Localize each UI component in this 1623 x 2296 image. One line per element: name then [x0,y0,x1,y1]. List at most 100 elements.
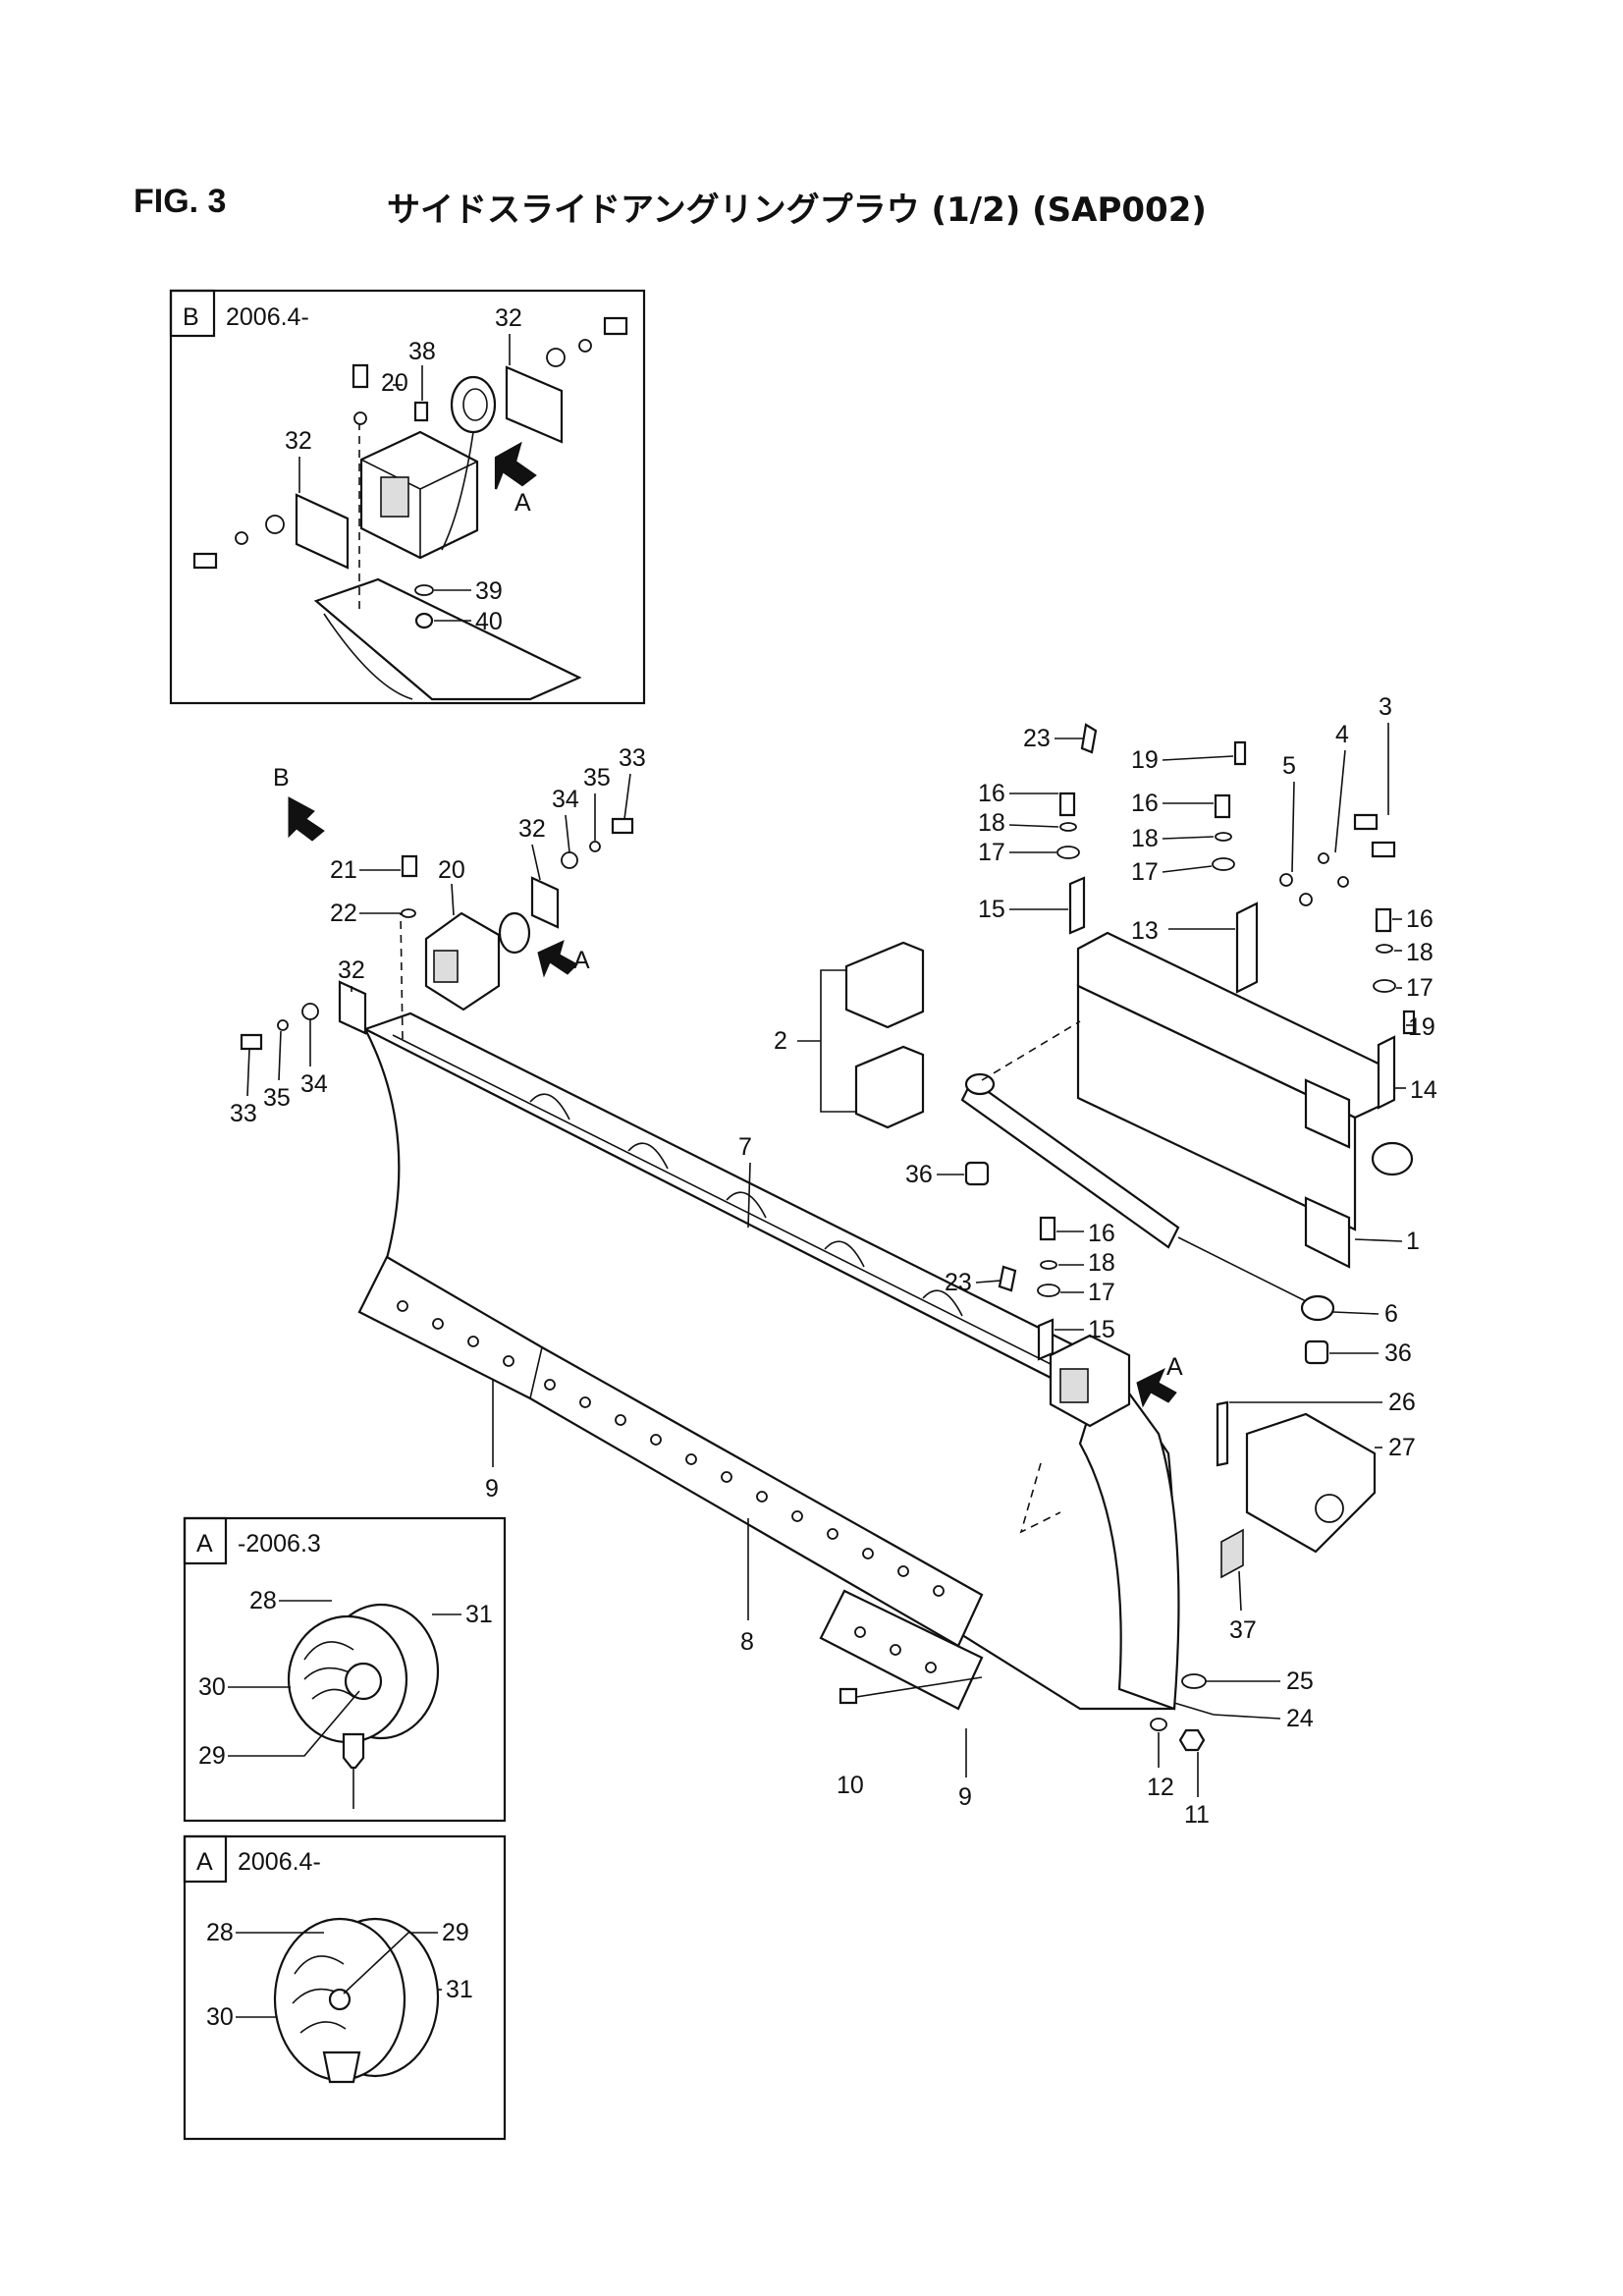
callout-23-a: 23 [1023,725,1051,752]
inset-b-view-a-label: A [514,489,531,517]
inset-b-lamp-bracket [359,430,479,560]
callout-20-inset: 20 [381,369,408,397]
cutting-edge-9-right [819,1589,984,1711]
washer-17-a [1056,846,1080,859]
view-b-label: B [273,764,290,792]
callout-17-a: 17 [978,839,1005,866]
inset-b-tag-box [169,289,216,338]
cylinder-mount-line [981,1020,1081,1081]
inset-b-washer-39 [414,584,434,596]
callout-37: 37 [1229,1616,1257,1644]
callout-3: 3 [1379,693,1392,721]
callout-34-right: 34 [552,786,579,813]
bushing-36-left [964,1161,990,1186]
washer-34-right [561,851,578,869]
lamp-mount-line-left [400,912,404,1040]
inset-a-new-mount [322,2050,361,2084]
callout-5: 5 [1282,752,1296,780]
pin-15-upper [1068,876,1086,935]
view-a-arrow-left [537,940,578,978]
leader-23-b [975,1280,1002,1284]
callout-36-left: 36 [905,1161,933,1188]
spring-18-b [1215,832,1232,842]
callout-17-b: 17 [1131,858,1159,886]
callout-21: 21 [330,856,357,884]
lamp-left [498,911,531,955]
callout-16-c: 16 [1406,905,1434,933]
grease-fitting-23-a [1080,723,1098,754]
ring-4-a [1318,852,1329,864]
inset-b-bracket-window [380,476,409,518]
inset-b-bracket-edges [360,459,478,558]
figure-header: FIG. 3 サイドスライドアングリングプラウ (1/2) (SAP002) [134,183,1508,232]
inset-b-nut-40 [414,612,434,629]
inset-b-date: 2006.4- [226,303,309,331]
callout-7: 7 [738,1133,752,1161]
callout-32-inset-right: 32 [495,304,522,332]
cylinder-6-body [960,1078,1180,1249]
cylinder-6-rod [1177,1236,1317,1307]
inset-b-bolt-right [603,316,628,336]
callout-18-d: 18 [1088,1249,1115,1277]
washer-12 [1150,1718,1167,1731]
callout-20: 20 [438,856,465,884]
inset-a-new-tag: A [196,1848,213,1876]
grease-fitting-19-a [1233,740,1247,766]
callout-29-new: 29 [442,1919,469,1946]
spring-35-left [277,1019,289,1031]
callout-32-right: 32 [518,815,546,843]
hinge-27-boss [1315,1494,1344,1523]
leader-5 [1291,781,1295,873]
bolt-16-a [1058,792,1076,817]
reflector-32-left [338,980,367,1035]
callout-27: 27 [1388,1434,1416,1461]
inset-b-tag: B [183,303,199,331]
grease-fitting-23-b [998,1265,1017,1292]
frame-1-side [1076,984,1357,1231]
callout-10: 10 [837,1772,864,1799]
view-a-label-left: A [573,947,590,974]
nut-11 [1178,1728,1206,1752]
lamp-bracket-right [1049,1334,1131,1428]
inset-a-old: A -2006.3 28 31 30 29 [183,1516,507,1823]
leader-33-left [246,1048,250,1097]
spring-18-a [1059,822,1077,832]
bracket-2-upper [844,941,925,1029]
leader-18-a [1008,824,1059,828]
callout-18-a: 18 [978,809,1005,837]
leader-20 [451,883,455,916]
lamp-bracket-window [433,950,459,983]
bolt-33-left [240,1033,263,1051]
callout-4: 4 [1335,721,1349,748]
inset-b-view-arrow [494,441,537,490]
bolt-16-b [1214,793,1231,819]
view-b-arrow [288,796,325,842]
view-a-label-right: A [1166,1353,1183,1381]
figure-title: サイドスライドアングリングプラウ (1/2) (SAP002) [387,191,1207,230]
leader-24 [1213,1714,1281,1720]
callout-18-b: 18 [1131,825,1159,852]
callout-29-old: 29 [198,1742,226,1770]
callout-1: 1 [1406,1228,1420,1255]
callout-33-left: 33 [230,1100,257,1127]
inset-b-lamp-lens [462,388,488,421]
callout-16-a: 16 [978,780,1005,807]
callout-32-left: 32 [338,957,365,984]
callout-17-d: 17 [1088,1279,1115,1306]
callout-6: 6 [1384,1300,1398,1328]
callout-23-b: 23 [945,1269,972,1296]
inset-a-new-bulb [328,1988,352,2011]
label-37 [1220,1528,1244,1579]
lamp-bracket-right-window [1059,1368,1089,1403]
callout-17-c: 17 [1406,974,1434,1002]
moldboard-rail-edge [392,1034,1081,1380]
leader-32-right [531,844,541,881]
leader-2 [797,969,856,1113]
callout-31-old: 31 [465,1601,493,1628]
callout-30-new: 30 [206,2003,234,2031]
cylinder-6-eye [1300,1294,1335,1322]
inset-a-old-tag-box [183,1516,228,1565]
callout-22: 22 [330,900,357,927]
inset-a-old-tag: A [196,1530,213,1558]
